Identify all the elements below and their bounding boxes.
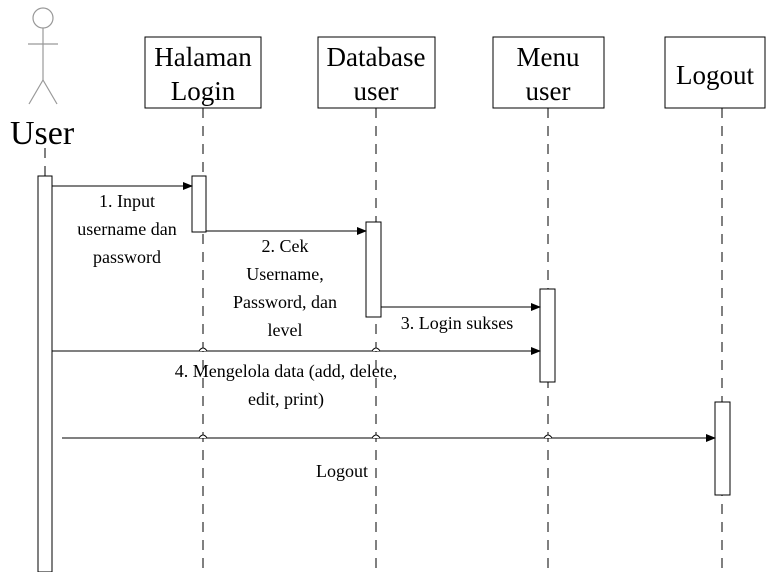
participant-box xyxy=(144,36,262,109)
message-text: password xyxy=(93,247,161,267)
participant-label-line: Login xyxy=(171,76,236,106)
participant-box xyxy=(492,36,605,109)
lifelines xyxy=(44,108,723,572)
participant-label-line: Halaman xyxy=(154,42,252,72)
crossing-mark xyxy=(371,434,381,439)
message-text: 2. Cek xyxy=(262,236,309,256)
crossing-mark xyxy=(543,434,553,439)
activation-user xyxy=(37,175,53,572)
actor-left-leg xyxy=(28,79,44,105)
participant-label-line: Menu xyxy=(517,42,580,72)
message-text: Password, dan xyxy=(233,292,337,312)
message-text: 1. Input xyxy=(99,191,155,211)
activation-logout xyxy=(714,401,731,496)
message-text: 4. Mengelola data (add, delete, xyxy=(175,361,397,382)
message-label-3: 3. Login sukses xyxy=(401,313,514,333)
message-label-2: 2. Cek Username, Password, dan level xyxy=(233,236,337,340)
activation-database-user xyxy=(365,221,382,318)
message-text: edit, print) xyxy=(248,389,324,410)
crossing-mark xyxy=(198,347,208,352)
lifeline-crossings xyxy=(198,347,553,439)
crossing-mark xyxy=(371,347,381,352)
message-label-5: Logout xyxy=(316,461,368,481)
message-text: 3. Login sukses xyxy=(401,313,514,333)
activation-menu-user xyxy=(539,288,556,383)
activation-halaman-login xyxy=(191,175,207,233)
participant-halaman-login: Halaman Login xyxy=(144,36,262,109)
messages xyxy=(52,182,716,442)
participant-database-user: Database user xyxy=(317,36,436,109)
message-label-4: 4. Mengelola data (add, delete, edit, pr… xyxy=(175,361,397,410)
participant-box xyxy=(664,36,766,109)
actor-right-leg xyxy=(42,79,58,105)
actor-head xyxy=(32,7,54,29)
message-label-1: 1. Input username dan password xyxy=(77,191,176,267)
message-text: username dan xyxy=(77,219,176,239)
actor-name: User xyxy=(10,115,75,152)
message-text: Username, xyxy=(246,264,323,284)
activations xyxy=(37,175,731,572)
user-actor xyxy=(28,7,58,105)
message-text: level xyxy=(268,320,303,340)
participant-label-line: user xyxy=(526,76,571,106)
participant-label-line: Database xyxy=(327,42,426,72)
participant-label-line: Logout xyxy=(676,60,754,90)
participant-box xyxy=(317,36,436,109)
crossing-mark xyxy=(198,434,208,439)
participant-logout: Logout xyxy=(664,36,766,109)
message-text: Logout xyxy=(316,461,368,481)
participant-menu-user: Menu user xyxy=(492,36,605,109)
participant-label-line: user xyxy=(354,76,399,106)
